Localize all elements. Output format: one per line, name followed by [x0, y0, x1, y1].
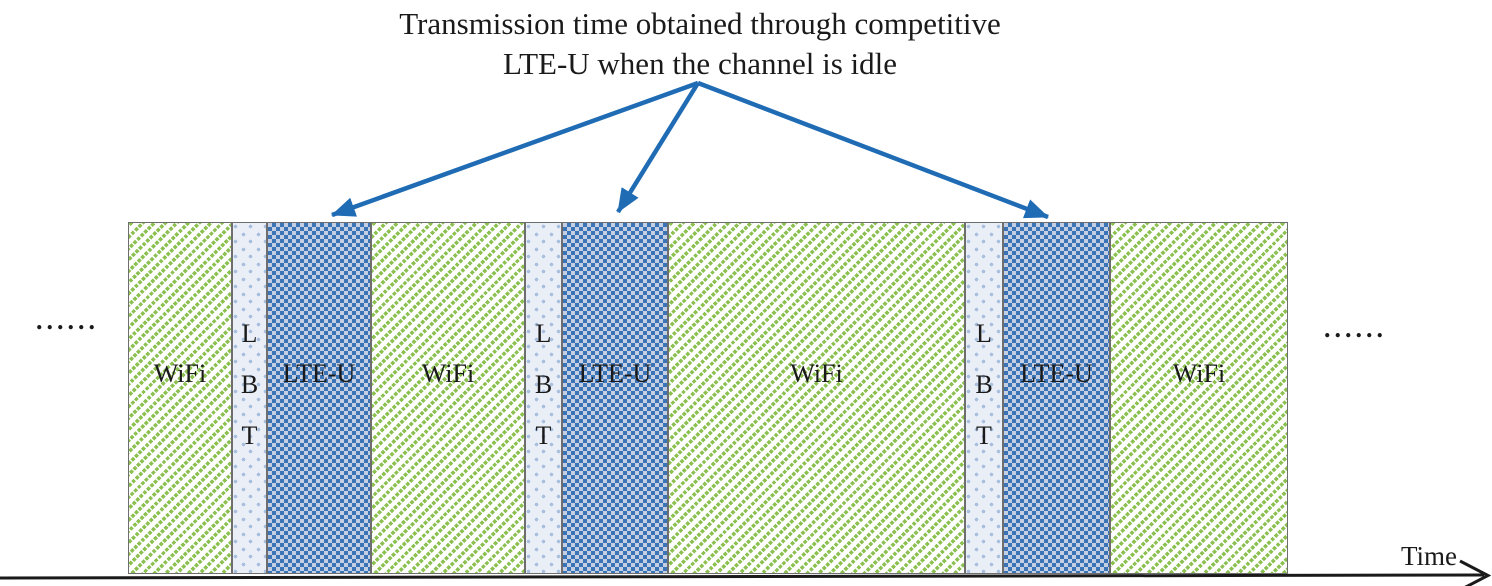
block-lbt-2-label: L B T [534, 318, 553, 450]
block-wifi-2-label: WiFi [421, 359, 475, 388]
block-lbt-3: L B T [965, 222, 1003, 574]
block-lbt-3-label: L B T [975, 318, 993, 450]
block-wifi-2: WiFi [371, 222, 525, 574]
callout-arrow-3 [697, 80, 1049, 220]
block-wifi-4: WiFi [1110, 222, 1288, 574]
figure-title: Transmission time obtained through compe… [0, 4, 1400, 84]
block-lbt-1-label: L B T [240, 318, 259, 450]
block-lteu-2-label: LTE-U [578, 359, 652, 388]
callout-arrow-2 [616, 81, 700, 214]
left-ellipsis: ...... [36, 306, 99, 335]
block-lteu-1-label: LTE-U [282, 359, 356, 388]
block-lteu-2: LTE-U [562, 222, 668, 574]
right-ellipsis: ...... [1324, 314, 1387, 343]
figure-title-line2: LTE-U when the channel is idle [503, 46, 897, 81]
block-wifi-4-label: WiFi [1172, 359, 1226, 388]
block-wifi-1: WiFi [128, 222, 232, 574]
time-axis-line [0, 573, 1485, 580]
figure-title-line1: Transmission time obtained through compe… [399, 6, 1001, 41]
block-lteu-3: LTE-U [1003, 222, 1110, 574]
block-wifi-1-label: WiFi [153, 359, 207, 388]
block-lbt-1: L B T [232, 222, 267, 574]
block-lbt-2: L B T [525, 222, 562, 574]
callout-arrow-1 [331, 80, 699, 218]
time-axis-label: Time [1401, 541, 1458, 571]
block-wifi-3: WiFi [668, 222, 965, 574]
block-lteu-3-label: LTE-U [1020, 359, 1093, 388]
time-axis-arrowhead-icon [1459, 559, 1492, 586]
block-lteu-1: LTE-U [267, 222, 371, 574]
block-wifi-3-label: WiFi [790, 359, 843, 388]
